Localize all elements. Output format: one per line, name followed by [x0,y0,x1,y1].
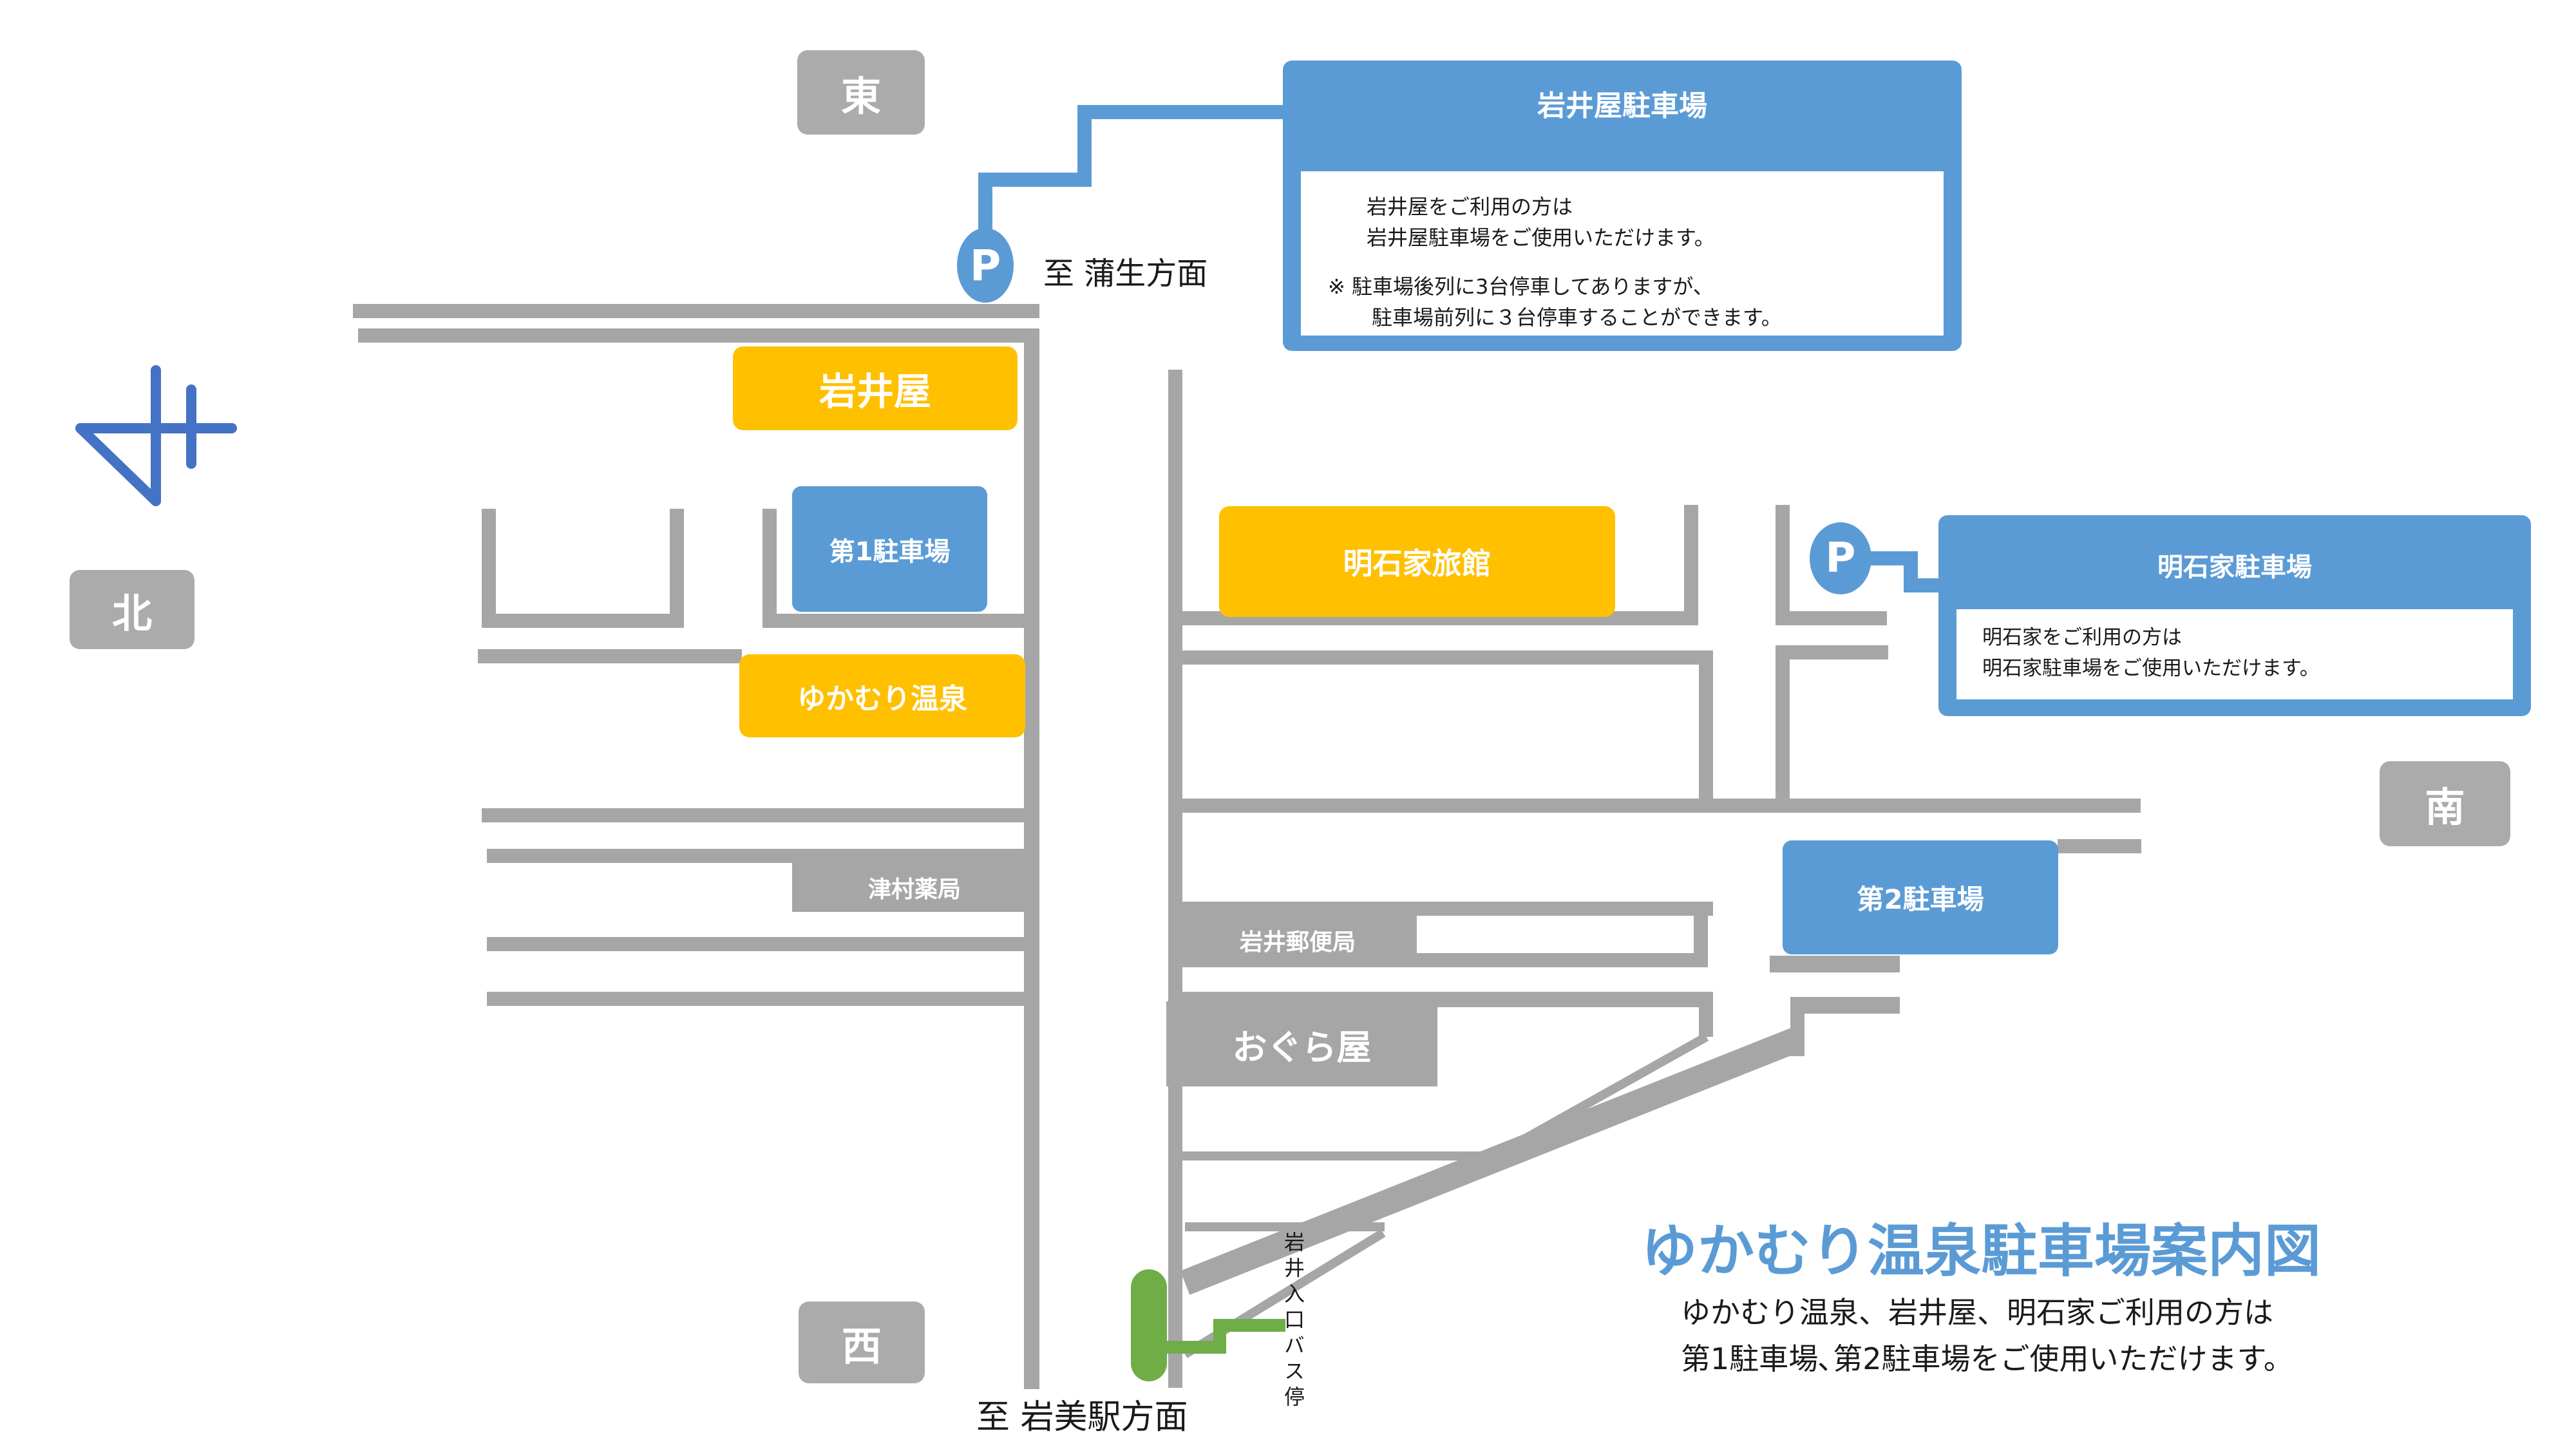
building-parking1: 第1駐車場 [792,486,987,612]
bus-stop-name: 岩井入口バス停 [1281,1231,1305,1412]
road-label-to-iwami-station: 至 岩美駅方面 [976,1398,1188,1437]
callout-iwaiya-line1: 岩井屋をご利用の方は [1367,194,1573,219]
building-akashiya-ryokan-label: 明石家旅館 [1343,546,1492,581]
callout-akashiya-line1: 明石家をご利用の方は [1982,626,2182,649]
road-parking-u-bottom-1 [482,614,684,628]
road-parking-u-left-1 [482,509,496,628]
road-lower-left-block [487,992,1039,1006]
compass-icon [75,365,237,506]
road-block-loop-a [1168,650,1713,813]
direction-south: 南 [2380,761,2510,846]
building-oguraya: おぐら屋 [1166,1001,1437,1086]
road-top-upper [353,304,1039,318]
callout-iwaiya-line2: 岩井屋駐車場をご使用いただけます。 [1367,225,1715,250]
road-right-block-top [1777,645,1888,659]
parking-marker-iwaiya-letter: P [969,240,1001,290]
road-center-vertical [1168,370,1182,1388]
direction-north: 北 [70,570,194,649]
callout-iwaiya-leader-v [1077,106,1092,187]
building-iwaiya: 岩井屋 [733,346,1018,430]
callout-iwaiya-leader-h2 [1077,105,1283,119]
building-yukamuri-onsen-label: ゆかむり温泉 [797,682,967,715]
callout-iwaiya-parking-title: 岩井屋駐車場 [1537,90,1707,122]
callout-akashiya-leader-h2 [1904,578,1942,592]
road-right-horizontal-long [1713,799,2141,813]
road-postoffice-right [1694,902,1708,967]
page-title: ゆかむり温泉駐車場案内図 [1641,1218,2322,1284]
road-akashiya-u-bottom [1776,611,1887,625]
building-parking2-label: 第2駐車場 [1857,884,1984,915]
direction-east: 東 [797,50,925,135]
road-below-yukamuri [482,808,1039,822]
building-iwai-post-office: 岩井郵便局 [1179,916,1417,965]
building-parking2: 第2駐車場 [1783,840,2058,954]
road-top-lower [358,328,1024,343]
building-tsumura-pharmacy-label: 津村薬局 [867,876,961,903]
road-postoffice-top [1168,902,1713,916]
building-oguraya-label: おぐら屋 [1232,1027,1372,1068]
direction-west: 西 [799,1302,925,1383]
building-tsumura-pharmacy: 津村薬局 [792,863,1037,912]
bus-stop-leader-h1 [1167,1341,1226,1354]
direction-south-label: 南 [2425,784,2465,831]
bus-stop-marker [1131,1269,1167,1381]
road-yukamuri-top [478,649,742,663]
building-iwai-post-office-label: 岩井郵便局 [1239,929,1356,956]
road-label-to-gamo: 至 蒲生方面 [1043,256,1208,292]
direction-west-label: 西 [841,1322,882,1370]
road-oguraya-corner [1699,992,1713,1037]
callout-iwaiya-line3: ※ 駐車場後列に3台停車してありますが、 [1328,274,1714,299]
direction-north-label: 北 [111,589,152,637]
road-akashiya-u-vertical [1776,505,1790,625]
road-right-stub [2058,839,2141,853]
parking-marker-iwaiya: P [957,228,1014,303]
callout-iwaiya-leader-h1 [978,173,1092,187]
callout-akashiya-parking-title: 明石家駐車場 [2157,553,2312,582]
callout-akashiya-parking-body [1956,609,2513,699]
road-parking-u-left-3 [762,509,777,628]
building-yukamuri-onsen: ゆかむり温泉 [739,654,1025,737]
building-akashiya-ryokan: 明石家旅館 [1219,506,1615,617]
road-diagonal-jog [1790,997,1804,1056]
building-parking1-label: 第1駐車場 [829,536,951,567]
road-thin-below-oguraya [1182,1151,1497,1160]
road-parking-u-left-2 [670,509,684,628]
road-parking-u-bottom-2 [762,614,1025,628]
callout-iwaiya-line4: 駐車場前列に３台停車することができます。 [1372,305,1782,330]
legend-line2: 第1駐車場､第2駐車場をご使用いただけます。 [1681,1341,2293,1376]
direction-east-label: 東 [840,72,881,120]
road-above-pharmacy [487,849,1039,863]
bus-stop-leader-h2 [1213,1319,1285,1332]
callout-iwaiya-parking-body [1301,171,1944,336]
road-ryokan-right-stub [1684,505,1698,625]
building-iwaiya-label: 岩井屋 [819,370,931,413]
parking-marker-akashiya: P [1810,522,1871,594]
road-below-pharmacy [487,937,1039,951]
legend-line1: ゆかむり温泉、岩井屋、明石家ご利用の方は [1681,1295,2273,1330]
road-diagonal-top-bar [1790,997,1900,1014]
road-right-block-vertical [1776,645,1790,813]
road-parking2-bottom [1770,956,1900,972]
callout-akashiya-line2: 明石家駐車場をご使用いただけます。 [1982,657,2320,680]
parking-marker-akashiya-letter: P [1825,535,1856,582]
